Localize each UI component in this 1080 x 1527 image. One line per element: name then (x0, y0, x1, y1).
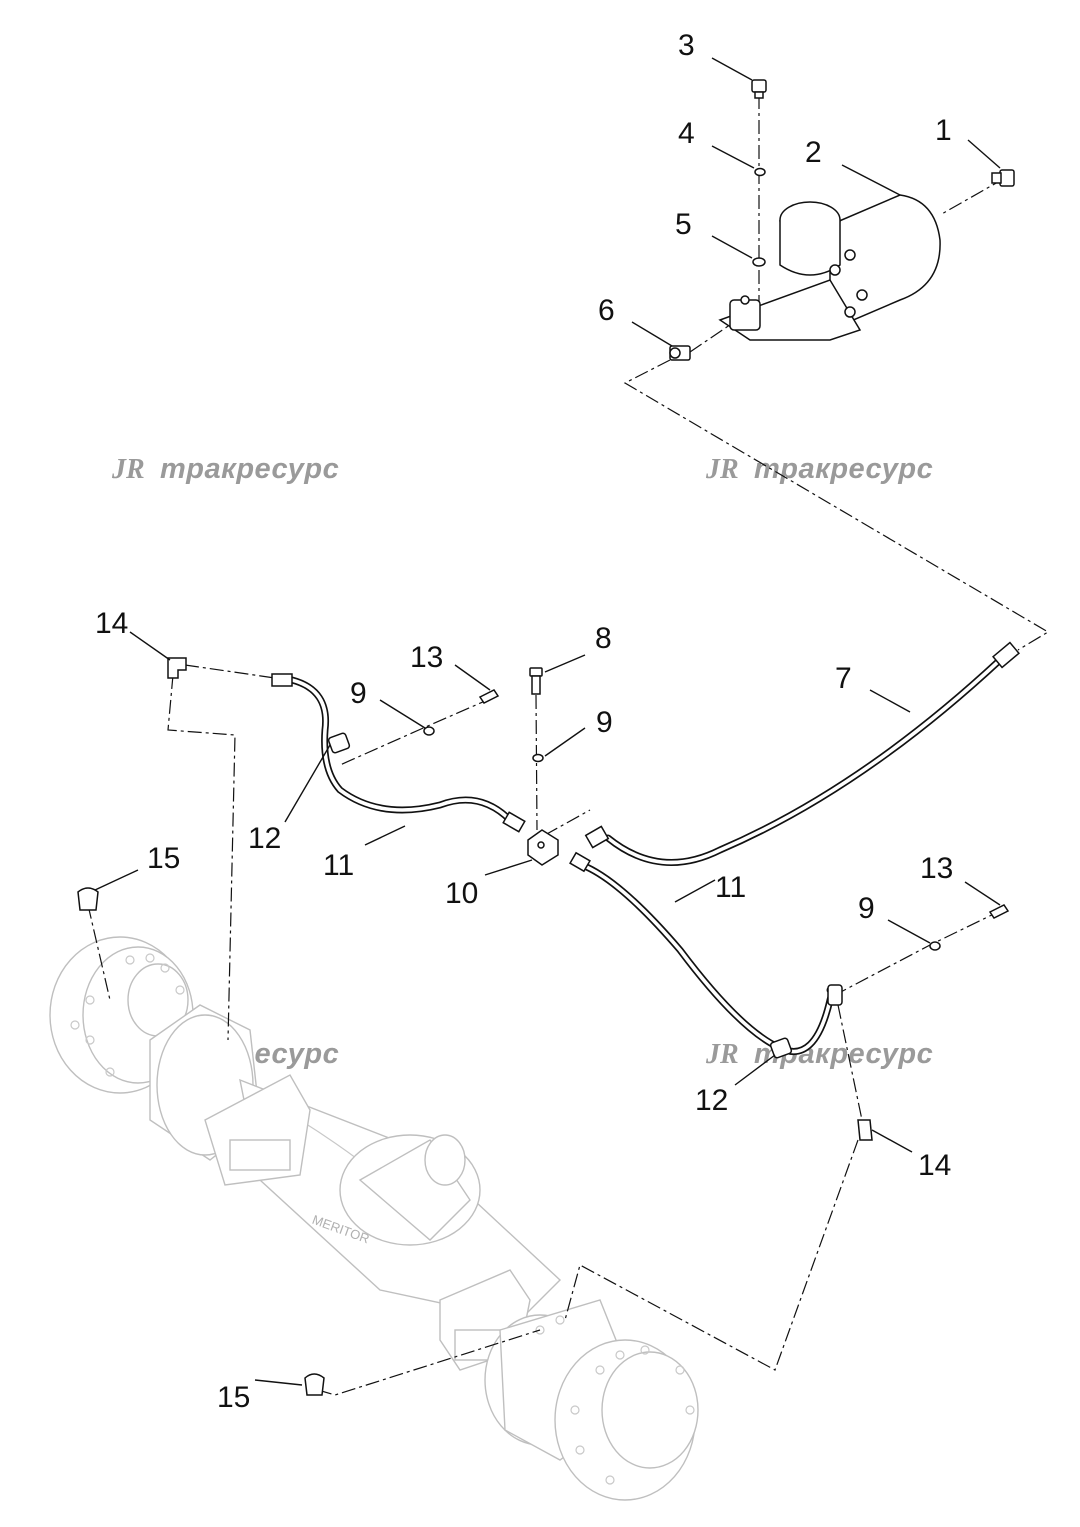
callout-9-right: 9 (858, 892, 875, 925)
hose-11-right (569, 851, 836, 1055)
part-5-washer (752, 257, 766, 267)
callout-labels: 1 2 3 4 5 6 7 8 9 9 9 10 11 11 12 12 13 … (95, 29, 953, 1414)
callout-14-left: 14 (95, 607, 128, 640)
part-9-washer-center (532, 753, 544, 763)
callout-8: 8 (595, 622, 612, 655)
callout-9-left: 9 (350, 677, 367, 710)
svg-text:JR: JR (111, 454, 145, 485)
callout-14-right: 14 (918, 1149, 951, 1182)
callout-15-top: 15 (147, 842, 180, 875)
part-15-plug-top (77, 887, 99, 911)
callout-15-bottom: 15 (217, 1381, 250, 1414)
watermark-top-right: JR тракресурс (705, 453, 933, 485)
svg-text:тракресурс: тракресурс (754, 453, 933, 485)
callout-2: 2 (805, 136, 822, 169)
part-12-clip-left (327, 732, 351, 754)
part-13-screw-left (478, 689, 500, 704)
watermark-top-left: JR тракресурс (111, 453, 339, 485)
callout-11-left: 11 (323, 849, 354, 882)
svg-text:JR: JR (705, 1039, 739, 1070)
part-8-bolt (529, 667, 543, 695)
part-15-plug-bottom (304, 1373, 325, 1396)
callout-12-right: 12 (695, 1084, 728, 1117)
part-1-vent-fitting (991, 169, 1015, 187)
part-14-elbow-right (857, 1119, 873, 1141)
part-4-washer (754, 167, 766, 177)
callout-6: 6 (598, 294, 615, 327)
callout-3: 3 (678, 29, 695, 62)
part-9-washer-left (423, 726, 435, 736)
leader-lines (94, 57, 1001, 1386)
part-6-fitting (669, 345, 691, 361)
drive-axle: MERITOR (49, 936, 699, 1501)
hose-11-left (271, 673, 526, 833)
callout-11-right: 11 (715, 871, 746, 904)
callout-5: 5 (675, 208, 692, 241)
svg-text:тракресурс: тракресурс (160, 453, 339, 485)
callout-4: 4 (678, 117, 695, 150)
callout-7: 7 (835, 662, 852, 695)
hose-7 (584, 641, 1020, 866)
part-12-clip-right (769, 984, 843, 1059)
part-9-washer-right (929, 941, 941, 951)
part-10-tee-block (527, 829, 559, 866)
callout-9-center: 9 (596, 706, 613, 739)
callout-13-left: 13 (410, 641, 443, 674)
callout-13-right: 13 (920, 852, 953, 885)
part-13-screw-right (988, 904, 1010, 919)
callout-1: 1 (935, 114, 952, 147)
watermark-bottom-right: JR тракресурс (705, 1038, 933, 1070)
part-3-bolt (751, 79, 767, 99)
svg-text:JR: JR (705, 454, 739, 485)
part-14-elbow-left (167, 657, 187, 679)
callout-10: 10 (445, 877, 478, 910)
part-2-brake-actuator (718, 194, 941, 341)
callout-12-left: 12 (248, 822, 281, 855)
